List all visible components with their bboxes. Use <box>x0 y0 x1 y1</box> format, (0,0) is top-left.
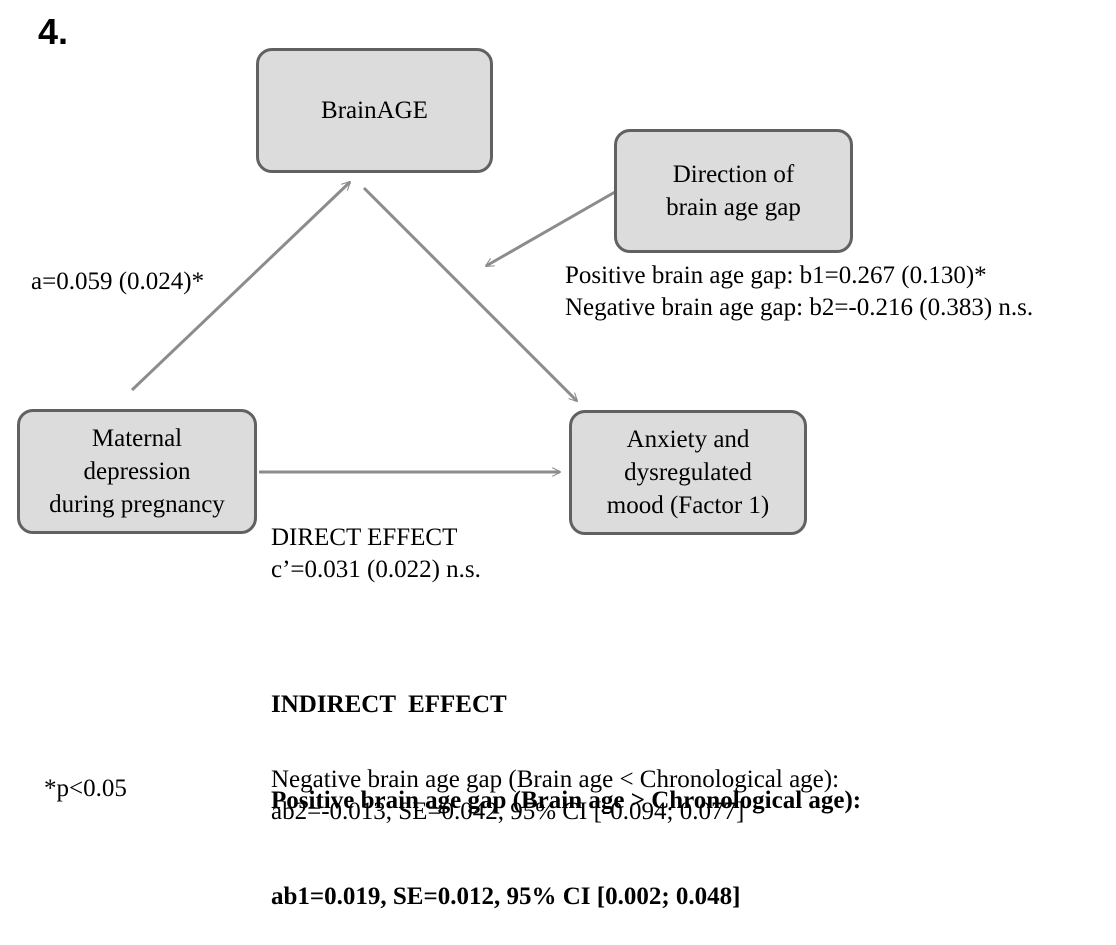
positive-gap-path-label: Positive brain age gap: b1=0.267 (0.130)… <box>565 262 987 289</box>
node-maternal-depression: Maternal depression during pregnancy <box>17 409 257 534</box>
arrow-direction-to-path <box>486 190 616 268</box>
node-anxiety-line-2: dysregulated <box>624 459 752 486</box>
node-brainage: BrainAGE <box>256 48 493 173</box>
indirect-effect-negative-block: Negative brain age gap (Brain age < Chro… <box>271 764 839 828</box>
moderator-path-labels: Positive brain age gap: b1=0.267 (0.130)… <box>565 260 1033 324</box>
node-direction-of-brain-age-gap: Direction of brain age gap <box>614 129 853 253</box>
arrow-maternal-to-brainage <box>130 182 350 392</box>
negative-gap-path-label: Negative brain age gap: b2=-0.216 (0.383… <box>565 294 1034 321</box>
arrow-brainage-to-anxiety <box>362 186 577 401</box>
indirect-effect-positive-label: Positive brain age gap (Brain age > Chro… <box>271 787 862 814</box>
indirect-effect-negative-value: ab2=-0.013, SE=0.042, 95% CI [-0.094; 0.… <box>271 798 745 825</box>
node-direction-line-1: Direction of <box>672 161 795 188</box>
path-arrows <box>130 0 616 857</box>
node-anxiety-dysregulated-mood: Anxiety and dysregulated mood (Factor 1) <box>569 410 807 535</box>
panel-label: 4. <box>38 11 69 52</box>
path-a-label: a=0.059 (0.024)* <box>31 268 205 295</box>
indirect-effect-negative-label: Negative brain age gap (Brain age < Chro… <box>271 766 840 793</box>
node-brainage-label: BrainAGE <box>321 97 428 124</box>
direct-effect-title: DIRECT EFFECT <box>271 524 458 551</box>
node-maternal-line-3: during pregnancy <box>49 491 225 518</box>
node-direction-line-2: brain age gap <box>666 194 801 221</box>
significance-note: *p<0.05 <box>44 775 127 802</box>
node-maternal-line-1: Maternal <box>91 425 183 452</box>
node-anxiety-line-3: mood (Factor 1) <box>606 492 770 519</box>
node-maternal-line-2: depression <box>83 458 191 485</box>
direct-effect-value: c’=0.031 (0.022) n.s. <box>271 556 481 583</box>
indirect-effect-title: INDIRECT EFFECT <box>271 691 507 718</box>
node-anxiety-line-1: Anxiety and <box>626 426 750 453</box>
direct-effect-block: DIRECT EFFECT c’=0.031 (0.022) n.s. <box>271 522 481 586</box>
indirect-effect-positive-value: ab1=0.019, SE=0.012, 95% CI [0.002; 0.04… <box>271 883 741 910</box>
